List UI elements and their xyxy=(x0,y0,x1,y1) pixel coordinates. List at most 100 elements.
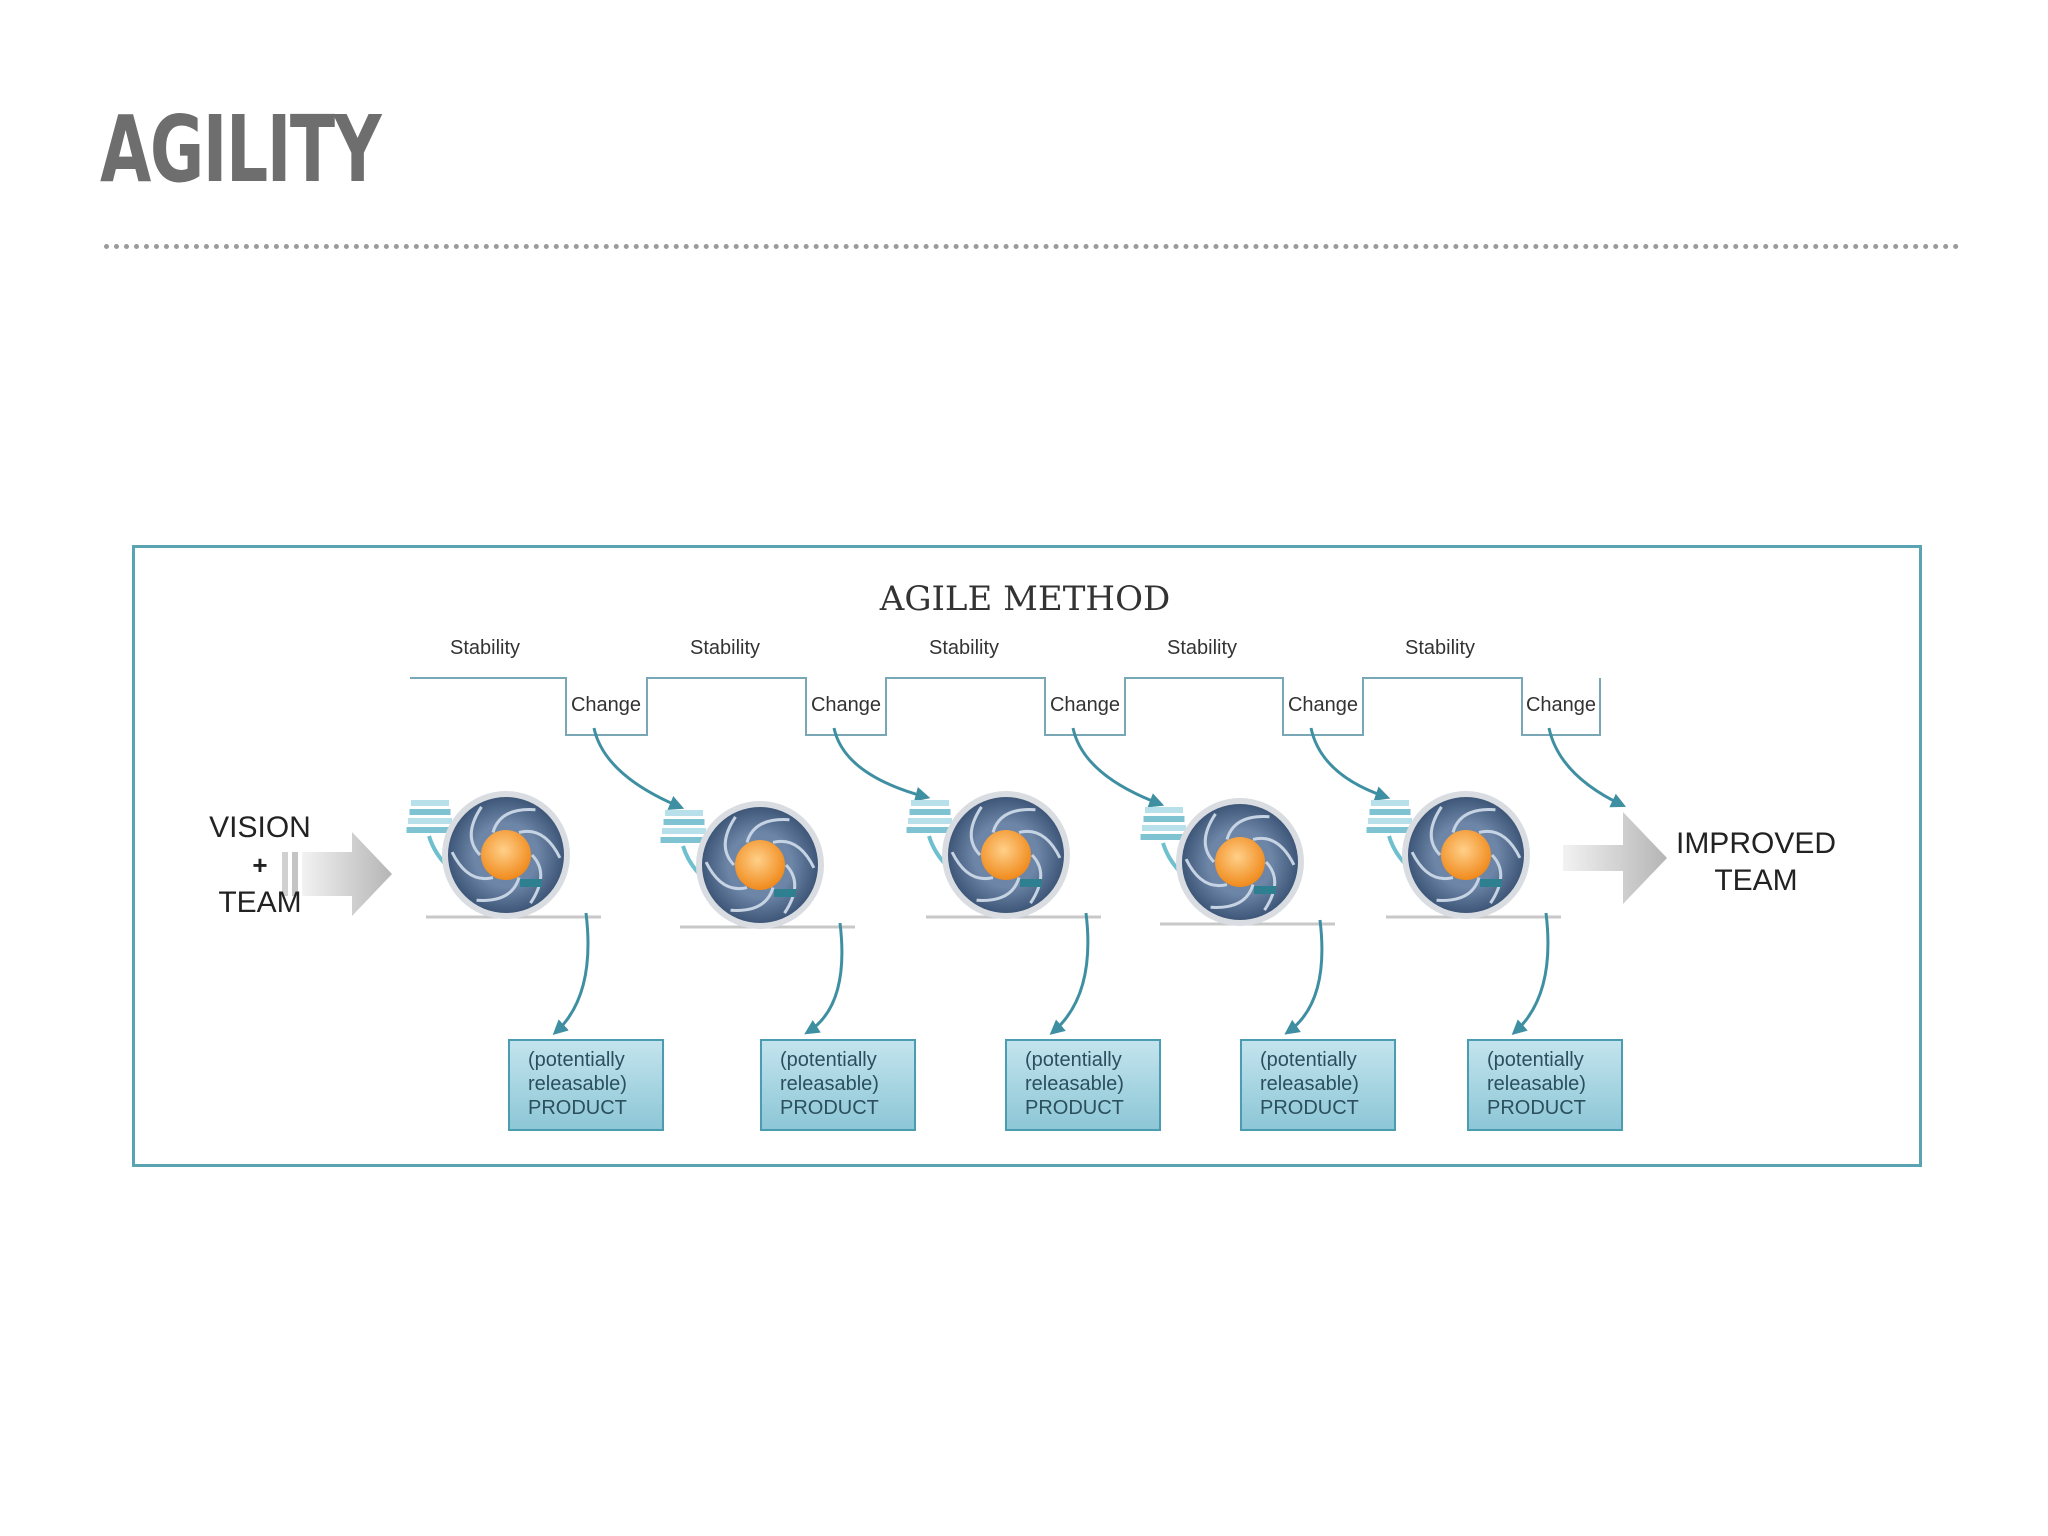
gear-blade xyxy=(723,816,737,867)
product-label-line: releasable) xyxy=(780,1073,879,1095)
feed-stack-bar xyxy=(1369,809,1411,815)
product-label-line: PRODUCT xyxy=(1025,1097,1124,1119)
feed-stack-bar xyxy=(1371,800,1409,806)
product-label-line: (potentially xyxy=(1260,1049,1357,1071)
gear-slot xyxy=(1254,886,1276,894)
product-arrow xyxy=(1511,912,1550,1036)
product-label-line: releasable) xyxy=(528,1073,627,1095)
agile-cycle-4: StabilityChange(potentiallyreleasable)PR… xyxy=(1140,637,1396,1131)
feed-stack-bar xyxy=(665,810,703,816)
input-label-plus: + xyxy=(252,850,267,880)
gear-blade xyxy=(730,887,775,912)
output-label-team: TEAM xyxy=(1714,864,1797,897)
feed-stack-bar xyxy=(662,828,706,834)
gear-blade xyxy=(1029,853,1043,904)
change-arrow xyxy=(1071,727,1165,808)
stability-change-step-line xyxy=(410,677,1601,736)
gear-blade xyxy=(969,806,983,857)
product-label-line: PRODUCT xyxy=(780,1097,879,1119)
product-label-line: PRODUCT xyxy=(528,1097,627,1119)
input-label-vision: VISION xyxy=(209,811,311,844)
product-label-line: releasable) xyxy=(1260,1073,1359,1095)
gear-blade xyxy=(1478,829,1522,859)
product-box xyxy=(508,1039,664,1131)
product-arrow xyxy=(804,922,844,1035)
feed-stack-bar xyxy=(408,818,452,824)
title-divider xyxy=(104,244,1960,249)
feed-stack-bar xyxy=(411,800,449,806)
product-arrow xyxy=(1049,912,1090,1035)
stability-label: Stability xyxy=(450,637,520,659)
feed-stack-bar xyxy=(663,819,705,825)
gear-core xyxy=(1215,837,1265,887)
gear-blade xyxy=(1018,829,1062,859)
feed-stack-bar xyxy=(406,827,454,833)
feed-stack-bar xyxy=(1366,827,1414,833)
gear-blade xyxy=(1252,836,1296,866)
product-arrow xyxy=(1284,919,1324,1035)
gear-core xyxy=(735,840,785,890)
agile-cycle-5: StabilityChange(potentiallyreleasable)PR… xyxy=(1366,637,1627,1131)
gear-slot xyxy=(520,879,542,887)
stability-label: Stability xyxy=(929,637,999,659)
feed-stack-bar xyxy=(911,800,949,806)
input-label-team: TEAM xyxy=(218,886,301,919)
feed-stack-bar xyxy=(1143,816,1185,822)
product-label-line: releasable) xyxy=(1025,1073,1124,1095)
gear-blade xyxy=(1429,806,1443,857)
change-label: Change xyxy=(811,694,881,716)
input-arrow xyxy=(282,832,392,916)
feed-stack-bar xyxy=(1142,825,1186,831)
gear-blade xyxy=(1184,858,1228,888)
gear-blade xyxy=(991,808,1036,833)
feed-stack-bar xyxy=(1368,818,1412,824)
gear-blade xyxy=(476,877,521,902)
feed-stack-bar xyxy=(409,809,451,815)
diagram-title: AGILE METHOD xyxy=(879,579,1170,619)
gear-blade xyxy=(1451,808,1496,833)
change-arrow xyxy=(1547,727,1627,808)
product-box xyxy=(760,1039,916,1131)
agile-cycle-1: StabilityChange(potentiallyreleasable)PR… xyxy=(406,637,685,1131)
product-label-line: (potentially xyxy=(1487,1049,1584,1071)
gear-blade xyxy=(704,861,748,891)
gear-blade xyxy=(1489,853,1503,904)
output-arrow xyxy=(1563,812,1667,904)
gear-blade xyxy=(976,877,1021,902)
gear-blade xyxy=(1263,860,1277,911)
gear-core xyxy=(481,830,531,880)
gear-blade xyxy=(772,839,816,869)
change-arrow xyxy=(1309,727,1391,801)
gear-slot xyxy=(1480,879,1502,887)
gear-blade xyxy=(1225,815,1270,840)
change-label: Change xyxy=(571,694,641,716)
product-label-line: releasable) xyxy=(1487,1073,1586,1095)
change-label: Change xyxy=(1526,694,1596,716)
product-box xyxy=(1240,1039,1396,1131)
product-box xyxy=(1005,1039,1161,1131)
gear-blade xyxy=(469,806,483,857)
stability-label: Stability xyxy=(1405,637,1475,659)
product-label-line: (potentially xyxy=(1025,1049,1122,1071)
product-box xyxy=(1467,1039,1623,1131)
output-label-improved: IMPROVED xyxy=(1676,827,1836,860)
gear-blade xyxy=(450,851,494,881)
feed-stack-bar xyxy=(1145,807,1183,813)
gear-blade xyxy=(1210,884,1255,909)
agile-cycle-2: StabilityChange(potentiallyreleasable)PR… xyxy=(660,637,931,1131)
gear-blade xyxy=(1203,813,1217,864)
gear-core xyxy=(1441,830,1491,880)
gear-blade xyxy=(529,853,543,904)
gear-core xyxy=(981,830,1031,880)
gear-blade xyxy=(783,863,797,914)
feed-stack-bar xyxy=(906,827,954,833)
feed-stack-bar xyxy=(908,818,952,824)
gear-blade xyxy=(950,851,994,881)
gear-blade xyxy=(1410,851,1454,881)
feed-stack-bar xyxy=(660,837,708,843)
stability-label: Stability xyxy=(1167,637,1237,659)
change-label: Change xyxy=(1050,694,1120,716)
gear-blade xyxy=(518,829,562,859)
